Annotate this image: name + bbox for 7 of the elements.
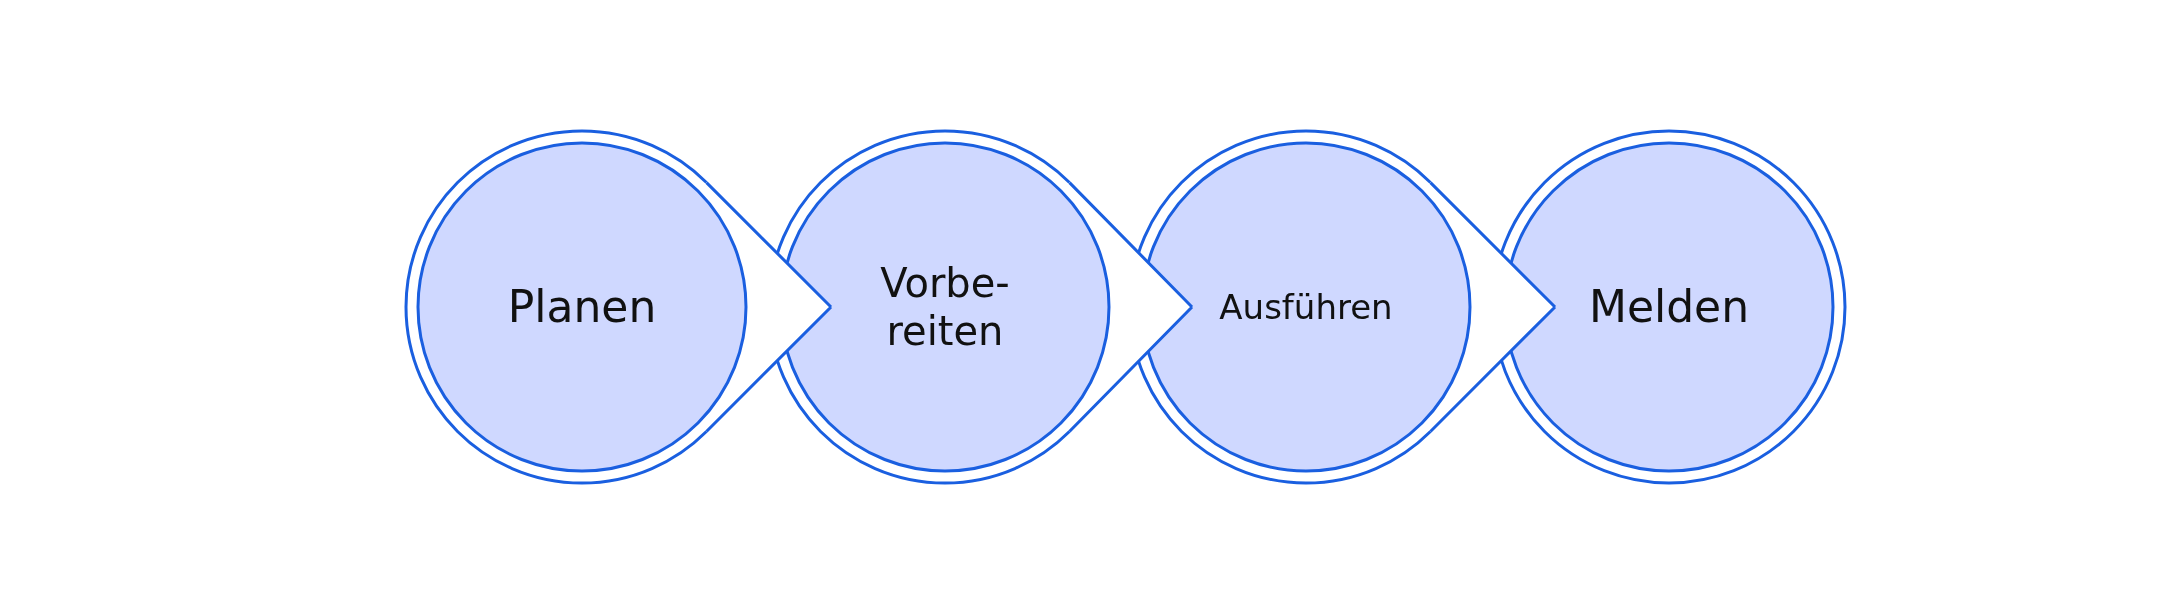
chevron-arrow xyxy=(1067,181,1194,433)
chevron-arrow xyxy=(704,181,833,433)
chevron-arrow xyxy=(1428,181,1557,433)
step-label: Planen xyxy=(506,280,658,334)
step-label: Ausführen xyxy=(1218,286,1394,328)
step-label: Melden xyxy=(1587,280,1751,334)
step-label: Vorbe- reiten xyxy=(879,259,1011,355)
